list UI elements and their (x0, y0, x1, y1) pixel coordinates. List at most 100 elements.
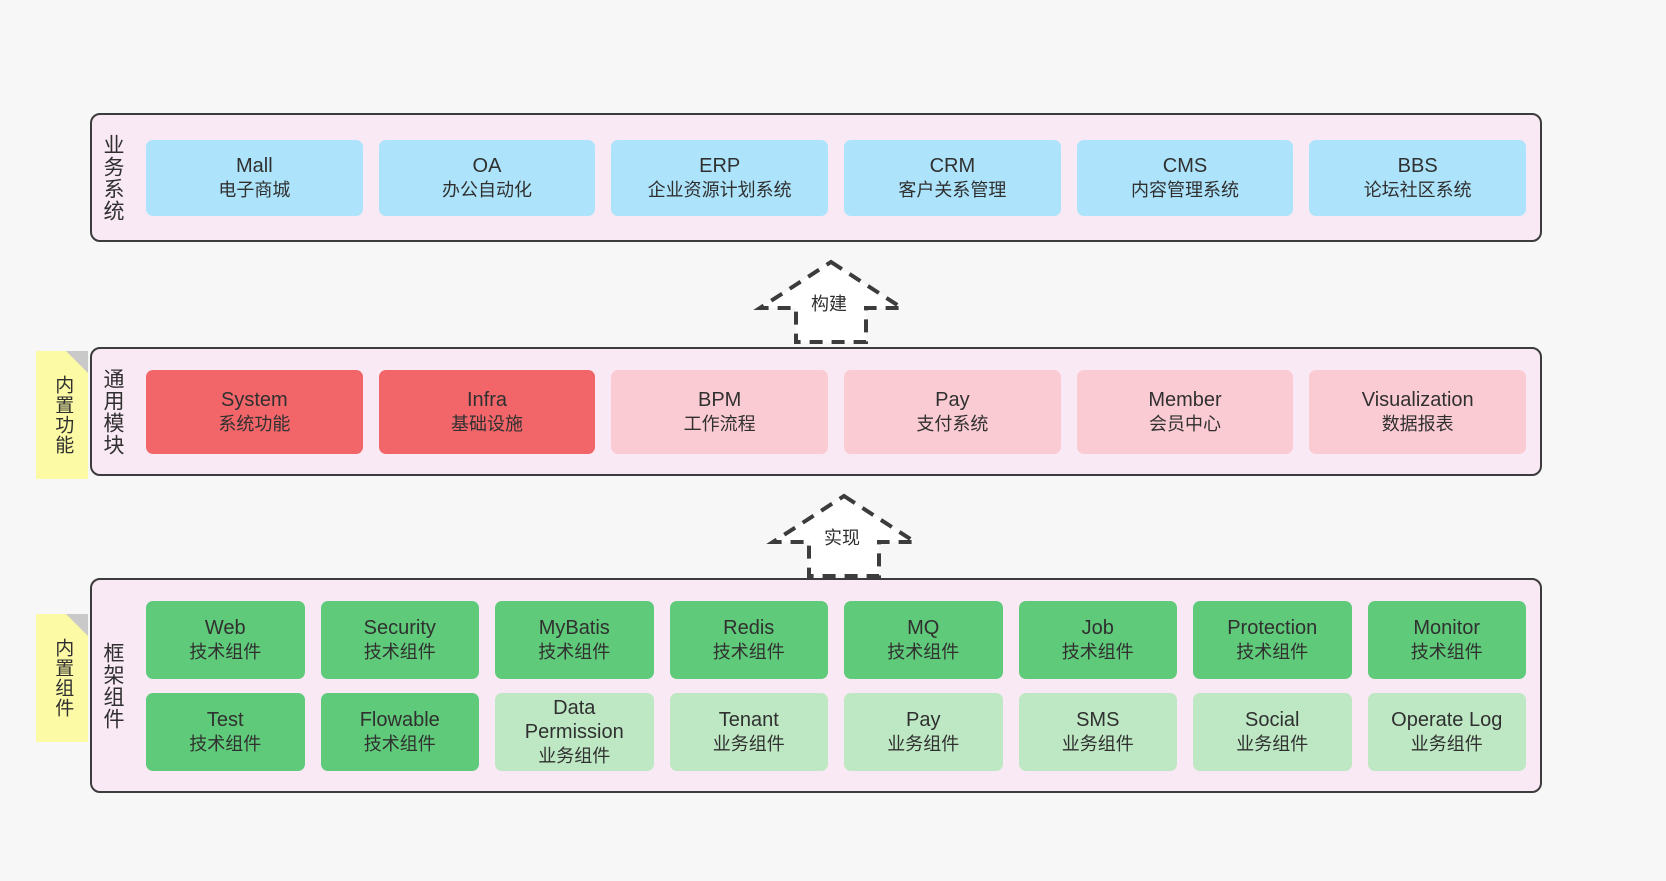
card-title: Security (363, 616, 436, 639)
card-title: Pay (906, 708, 941, 731)
card-title: Data Permission (524, 696, 624, 744)
card-title: Test (206, 708, 244, 731)
card-title: Flowable (359, 708, 440, 731)
card-subtitle: 技术组件 (887, 641, 960, 662)
card-title: Redis (723, 616, 775, 639)
card-title: Mall (236, 154, 273, 177)
card-subtitle: 技术组件 (1236, 641, 1309, 662)
card-title: Visualization (1361, 388, 1474, 411)
card-title: BBS (1397, 154, 1438, 177)
card-title: Protection (1227, 616, 1318, 639)
card-subtitle: 技术组件 (363, 641, 436, 662)
build-arrow-icon (753, 259, 909, 344)
card-title: SMS (1076, 708, 1120, 731)
card-subtitle: 工作流程 (683, 413, 756, 434)
card-subtitle: 支付系统 (916, 413, 989, 434)
card-subtitle: 系统功能 (218, 413, 291, 434)
card-subtitle: 企业资源计划系统 (647, 179, 792, 200)
card-title: Social (1245, 708, 1300, 731)
card-subtitle: 业务组件 (1236, 733, 1309, 754)
card-title: Operate Log (1391, 708, 1503, 731)
card-title: Job (1081, 616, 1114, 639)
implement-arrow-icon (766, 493, 922, 578)
sticky-note-text: 内置组件 (52, 638, 74, 718)
card-subtitle: 技术组件 (189, 641, 262, 662)
card-subtitle: 内容管理系统 (1131, 179, 1240, 200)
card-title: CMS (1162, 154, 1208, 177)
card-subtitle: 论坛社区系统 (1363, 179, 1472, 200)
card-subtitle: 业务组件 (712, 733, 785, 754)
card-subtitle: 基础设施 (451, 413, 523, 434)
card-subtitle: 数据报表 (1381, 413, 1454, 434)
card-subtitle: 技术组件 (1061, 641, 1134, 662)
card-subtitle: 办公自动化 (442, 179, 532, 200)
card-subtitle: 业务组件 (1410, 733, 1483, 754)
business-layer-title: 业务系统 (101, 133, 125, 222)
module-layer-title: 通用模块 (101, 367, 125, 456)
card-title: OA (472, 154, 502, 177)
card-title: MyBatis (538, 616, 610, 639)
card-subtitle: 业务组件 (887, 733, 960, 754)
card-subtitle: 客户关系管理 (898, 179, 1007, 200)
card-subtitle: 技术组件 (1410, 641, 1483, 662)
card-title: Pay (935, 388, 970, 411)
card-title: Infra (466, 388, 508, 411)
implement-arrow-label: 实现 (824, 528, 860, 548)
card-title: Monitor (1413, 616, 1481, 639)
build-arrow-label: 构建 (811, 294, 847, 314)
sticky-note-builtin-component: 内置组件 (36, 614, 88, 742)
card-title: MQ (907, 616, 940, 639)
sticky-note-builtin-function: 内置功能 (36, 351, 88, 479)
card-title: ERP (699, 154, 741, 177)
sticky-fold-corner-icon (66, 614, 88, 636)
card-subtitle: 技术组件 (538, 641, 611, 662)
card-title: Web (204, 616, 246, 639)
sticky-note-text: 内置功能 (52, 375, 74, 455)
card-title: BPM (698, 388, 742, 411)
card-subtitle: 业务组件 (538, 746, 611, 767)
card-title: Member (1148, 388, 1222, 411)
card-subtitle: 会员中心 (1149, 413, 1222, 434)
sticky-fold-corner-icon (66, 351, 88, 373)
card-title: Tenant (718, 708, 779, 731)
